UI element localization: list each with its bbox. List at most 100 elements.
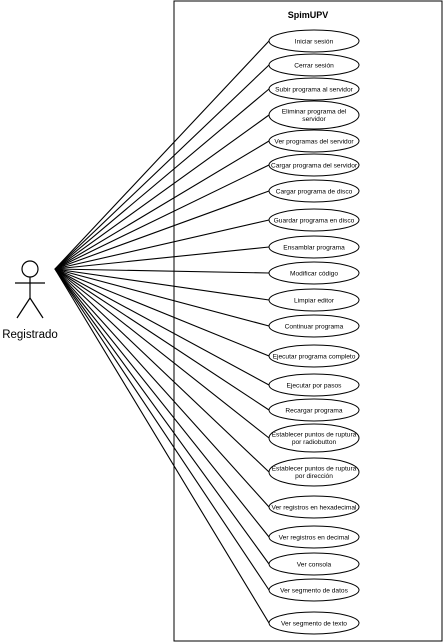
- association-line: [54, 40, 270, 270]
- actor-label: Registrado: [2, 329, 58, 341]
- use-case-label-line: Ver segmento de datos: [280, 587, 349, 594]
- use-case-ellipse[interactable]: [268, 53, 360, 77]
- use-case-label-line: Ver programas del servidor: [274, 138, 354, 145]
- use-case-ellipse[interactable]: [268, 153, 360, 177]
- association-line: [54, 268, 270, 591]
- use-case[interactable]: Ejecutar por pasos: [268, 373, 360, 397]
- use-case-ellipse[interactable]: [268, 495, 360, 519]
- use-case-ellipse[interactable]: [268, 129, 360, 153]
- use-case-label: Iniciar sesión: [295, 38, 334, 45]
- use-case[interactable]: Ver consola: [268, 552, 360, 576]
- use-case-label-line: Ejecutar por pasos: [287, 382, 343, 389]
- use-case-ellipse[interactable]: [268, 578, 360, 602]
- use-case-ellipse[interactable]: [268, 261, 360, 285]
- actor-figure: [15, 260, 45, 319]
- use-case-label-line: Ver segmento de texto: [281, 620, 347, 627]
- use-case[interactable]: Modificar código: [268, 261, 360, 285]
- use-case-label-line: Modificar código: [290, 270, 338, 277]
- use-case[interactable]: Ver segmento de texto: [268, 611, 360, 635]
- use-case-label: Ver segmento de datos: [280, 587, 349, 594]
- association-line: [54, 268, 270, 473]
- use-case-label: Ejecutar programa completo: [273, 353, 356, 360]
- association-line: [54, 64, 270, 270]
- use-case-label-line: Subir programa al servidor: [275, 86, 353, 93]
- use-case-label: Modificar código: [290, 270, 338, 277]
- use-case[interactable]: Guardar programa en disco: [268, 208, 360, 232]
- association-line: [54, 268, 270, 624]
- use-case-ellipse[interactable]: [268, 29, 360, 53]
- use-case[interactable]: Limpiar editor: [268, 288, 360, 312]
- use-case[interactable]: Recargar programa: [268, 398, 360, 422]
- use-case-label-line: Continuar programa: [285, 323, 344, 330]
- actor-right-leg: [29, 297, 44, 319]
- use-case-label-line: Establecer puntos de ruptura: [272, 432, 357, 439]
- association-line: [54, 268, 270, 565]
- use-case-ellipse[interactable]: [268, 288, 360, 312]
- association-line: [54, 268, 270, 327]
- use-case-ellipse[interactable]: [268, 235, 360, 259]
- use-case-label: Recargar programa: [285, 407, 343, 414]
- association-line: [54, 268, 270, 508]
- use-case[interactable]: Cargar programa de disco: [268, 179, 360, 203]
- association-line: [54, 268, 270, 386]
- use-case[interactable]: Cerrar sesión: [268, 53, 360, 77]
- use-case-ellipse[interactable]: [268, 314, 360, 338]
- use-case-ellipse[interactable]: [268, 423, 360, 453]
- association-line: [54, 88, 270, 270]
- actor-head: [21, 260, 39, 278]
- use-case-label: Ver consola: [297, 561, 332, 568]
- use-case[interactable]: Continuar programa: [268, 314, 360, 338]
- use-case-ellipse[interactable]: [268, 100, 360, 130]
- use-case[interactable]: Iniciar sesión: [268, 29, 360, 53]
- association-line: [54, 190, 270, 270]
- use-case-ellipse[interactable]: [268, 373, 360, 397]
- use-case[interactable]: Ensamblar programa: [268, 235, 360, 259]
- use-case-ellipse[interactable]: [268, 611, 360, 635]
- association-line: [54, 164, 270, 270]
- association-lines: [54, 40, 270, 624]
- use-case-ellipse[interactable]: [268, 398, 360, 422]
- use-case[interactable]: Ver registros en decimal: [268, 525, 360, 549]
- use-case-label: Cargar programa del servidor: [271, 162, 358, 169]
- association-line: [54, 268, 270, 301]
- use-case-label-line: Ver consola: [297, 561, 332, 568]
- use-case[interactable]: Ver programas del servidor: [268, 129, 360, 153]
- use-case[interactable]: Subir programa al servidor: [268, 77, 360, 101]
- use-case-label-line: Establecer puntos de ruptura: [272, 466, 357, 473]
- use-case-label-line: Limpiar editor: [294, 297, 335, 304]
- use-case-label: Ver programas del servidor: [274, 138, 354, 145]
- use-case-label-line: por radiobutton: [292, 439, 337, 446]
- use-case-label: Limpiar editor: [294, 297, 335, 304]
- use-case-label-line: Ver registros en decimal: [279, 534, 350, 541]
- use-case-ellipse[interactable]: [268, 77, 360, 101]
- use-case-ellipse[interactable]: [268, 552, 360, 576]
- use-case-label-line: Ejecutar programa completo: [273, 353, 356, 360]
- use-case-label: Ver registros en hexadecimal: [271, 504, 357, 511]
- association-line: [54, 268, 270, 538]
- system-boundary: [173, 0, 443, 642]
- use-case[interactable]: Ver segmento de datos: [268, 578, 360, 602]
- use-case-label: Ejecutar por pasos: [287, 382, 343, 389]
- association-line: [54, 114, 270, 270]
- use-case[interactable]: Ver registros en hexadecimal: [268, 495, 360, 519]
- association-line: [54, 246, 270, 270]
- use-case-ellipse[interactable]: [268, 179, 360, 203]
- use-case-label-line: Cerrar sesión: [294, 62, 334, 69]
- use-case-ellipse[interactable]: [268, 457, 360, 487]
- use-case[interactable]: Ejecutar programa completo: [268, 344, 360, 368]
- use-case-ellipse[interactable]: [268, 208, 360, 232]
- association-line: [54, 268, 270, 357]
- use-case-label-line: por dirección: [295, 473, 333, 480]
- use-case[interactable]: Cargar programa del servidor: [268, 153, 360, 177]
- use-case-ellipse[interactable]: [268, 525, 360, 549]
- use-case-label: Ver registros en decimal: [279, 534, 350, 541]
- use-case-label-line: Recargar programa: [285, 407, 343, 414]
- use-case-ellipse[interactable]: [268, 344, 360, 368]
